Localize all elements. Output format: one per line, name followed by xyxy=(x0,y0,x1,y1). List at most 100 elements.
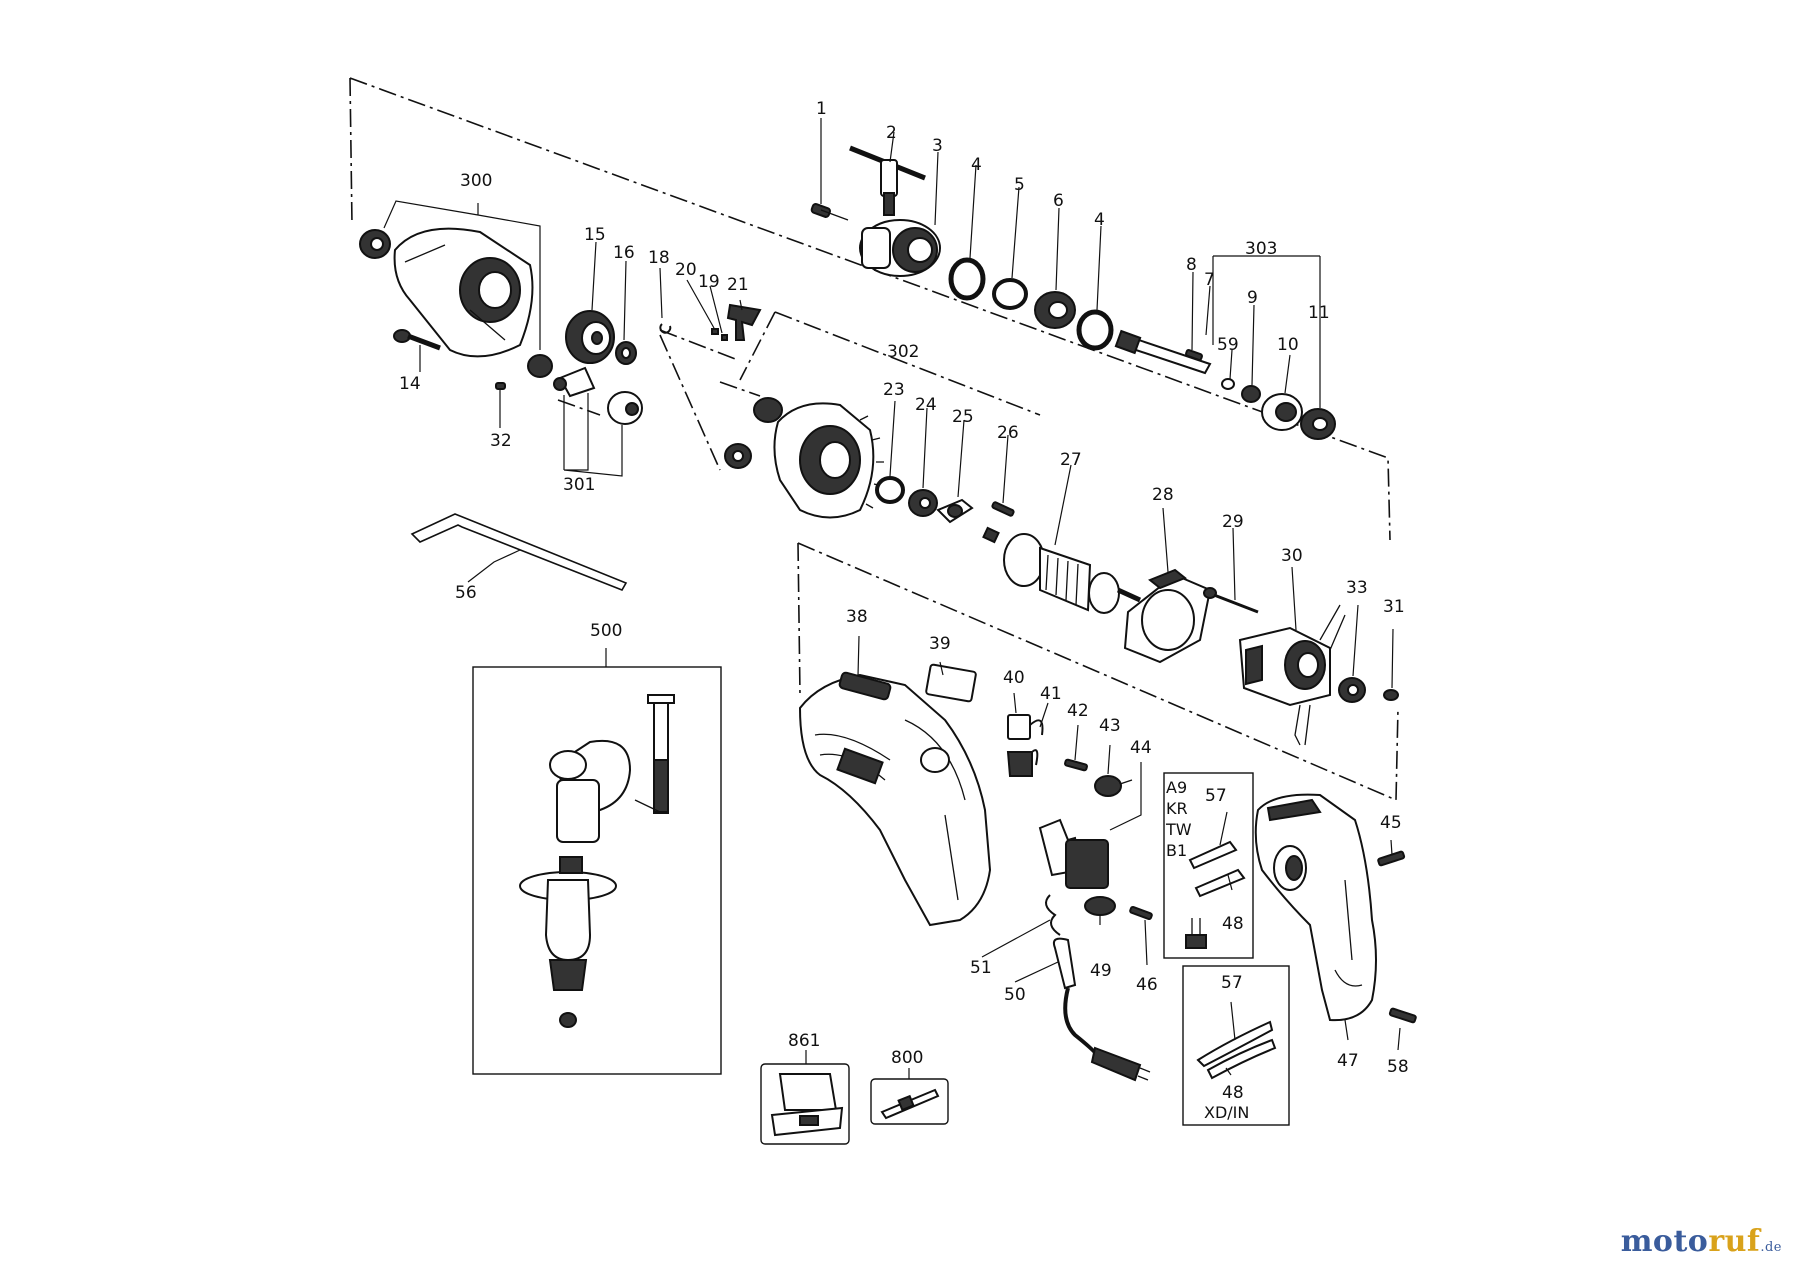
callout-p301: 301 xyxy=(563,475,595,495)
screw-part-26[interactable] xyxy=(991,501,1015,517)
variant-label-b1: B1 xyxy=(1166,841,1187,860)
pin-part-20[interactable] xyxy=(711,328,719,335)
brush-part-41[interactable] xyxy=(1029,719,1044,766)
callout-p21: 21 xyxy=(727,275,749,295)
screw-part-29[interactable] xyxy=(1203,587,1259,614)
brush-set-part-57-a[interactable] xyxy=(1188,840,1238,870)
variant-box-xd-in xyxy=(1182,965,1290,1126)
rating-label-part-39[interactable] xyxy=(925,663,977,703)
callout-p9: 9 xyxy=(1247,288,1258,308)
callout-p4b: 4 xyxy=(1094,210,1105,230)
leader-lines xyxy=(383,118,1401,1079)
callout-p23: 23 xyxy=(883,380,905,400)
callout-p26: 26 xyxy=(997,423,1019,443)
washer-part-31[interactable] xyxy=(1383,689,1399,701)
bearing-part-24[interactable] xyxy=(908,489,938,517)
callout-p30: 30 xyxy=(1281,546,1303,566)
brush-set-part-57-b[interactable] xyxy=(1196,1020,1277,1080)
screw-part-42[interactable] xyxy=(1064,758,1088,772)
washer-part-59[interactable] xyxy=(1221,378,1235,390)
power-cord-part-50[interactable] xyxy=(1052,937,1151,1082)
callout-p861: 861 xyxy=(788,1031,820,1051)
screw-part-46[interactable] xyxy=(1129,905,1153,921)
callout-p24: 24 xyxy=(915,395,937,415)
bearing-part-33[interactable] xyxy=(1338,677,1366,703)
assembly-line-lower xyxy=(797,542,1399,802)
gear-housing-part-300[interactable] xyxy=(393,227,534,358)
key-part-8[interactable] xyxy=(1185,349,1203,361)
variant-label-a9: A9 xyxy=(1166,778,1187,797)
carry-case-part-861[interactable] xyxy=(770,1073,844,1137)
accessory-part-800[interactable] xyxy=(880,1088,940,1120)
motor-housing-part-38[interactable] xyxy=(798,671,992,927)
callout-p5: 5 xyxy=(1014,175,1025,195)
variant-label-tw: TW xyxy=(1165,820,1192,839)
callout-p41: 41 xyxy=(1040,684,1062,704)
handle-half-part-47[interactable] xyxy=(1254,793,1377,1022)
side-handle-part-500[interactable] xyxy=(519,694,675,1028)
chuck-key-part-2[interactable] xyxy=(849,145,926,216)
circlip-part-4[interactable] xyxy=(948,257,986,301)
drill-chuck-part-3[interactable] xyxy=(859,219,941,277)
cord-guard-part-49[interactable] xyxy=(1084,896,1116,916)
lever-part-21[interactable] xyxy=(726,303,762,341)
shaft-gear-part-301[interactable] xyxy=(553,366,643,425)
callout-p44: 44 xyxy=(1130,738,1152,758)
armature-part-27[interactable] xyxy=(982,526,1142,614)
cable-wires-part-51[interactable] xyxy=(1045,894,1061,936)
spindle-part-7[interactable] xyxy=(1114,329,1212,375)
brush-set-part-48-a[interactable] xyxy=(1185,868,1246,949)
callout-p1: 1 xyxy=(816,99,827,119)
brush-holder-part-40[interactable] xyxy=(1006,714,1033,777)
assembly-line-middle xyxy=(659,311,1041,471)
bearing-left[interactable] xyxy=(359,229,391,259)
screw-part-58[interactable] xyxy=(1388,1007,1417,1024)
callout-p28: 28 xyxy=(1152,485,1174,505)
bearing-part-11[interactable] xyxy=(1300,408,1336,440)
bearing-plate-part-25[interactable] xyxy=(936,498,974,524)
callout-p38: 38 xyxy=(846,607,868,627)
circlip-part-4-b[interactable] xyxy=(1076,309,1114,351)
ring-part-9[interactable] xyxy=(1241,385,1261,403)
callout-p18: 18 xyxy=(648,248,670,268)
chuck-screw-part-1[interactable] xyxy=(810,203,849,221)
callout-p57a: 57 xyxy=(1205,786,1227,806)
callout-p303: 303 xyxy=(1245,239,1277,259)
gear-part-15[interactable] xyxy=(565,310,615,364)
callout-p25: 25 xyxy=(952,407,974,427)
callout-p2: 2 xyxy=(886,123,897,143)
field-stator-part-30[interactable] xyxy=(1238,604,1346,746)
callout-p8: 8 xyxy=(1186,255,1197,275)
callout-p15: 15 xyxy=(584,225,606,245)
variant-label-kr: KR xyxy=(1166,799,1188,818)
assembly-line-upper xyxy=(349,77,1391,541)
motoruf-watermark: motoruf.de xyxy=(1621,1224,1782,1259)
callout-p3: 3 xyxy=(932,136,943,156)
callout-p51: 51 xyxy=(970,958,992,978)
gear-part-16[interactable] xyxy=(615,341,637,365)
screw-part-14[interactable] xyxy=(393,329,441,351)
capacitor-part-43[interactable] xyxy=(1094,775,1133,797)
spring-part-19[interactable] xyxy=(721,334,728,341)
bearing-small-left[interactable] xyxy=(527,354,553,378)
watermark-part-b: ruf xyxy=(1708,1224,1761,1259)
callout-p47: 47 xyxy=(1337,1051,1359,1071)
callout-p40: 40 xyxy=(1003,668,1025,688)
depth-rod-part-56[interactable] xyxy=(410,513,628,591)
bearing-part-10[interactable] xyxy=(1261,393,1303,431)
flange-housing-part-302[interactable] xyxy=(753,397,884,519)
washer-part-5[interactable] xyxy=(992,278,1028,310)
o-ring-part-23[interactable] xyxy=(875,476,905,504)
bearing-part-6[interactable] xyxy=(1034,291,1076,329)
callout-p45: 45 xyxy=(1380,813,1402,833)
callout-p300: 300 xyxy=(460,171,492,191)
fan-baffle-part-28[interactable] xyxy=(1123,568,1212,664)
pin-part-32[interactable] xyxy=(495,382,506,390)
circlip-part-18[interactable] xyxy=(659,323,672,334)
callout-p4a: 4 xyxy=(971,155,982,175)
callout-p39: 39 xyxy=(929,634,951,654)
callout-p7: 7 xyxy=(1204,270,1215,290)
switch-part-44[interactable] xyxy=(1038,818,1109,889)
bearing-302[interactable] xyxy=(724,443,752,469)
screw-part-45[interactable] xyxy=(1377,850,1406,867)
